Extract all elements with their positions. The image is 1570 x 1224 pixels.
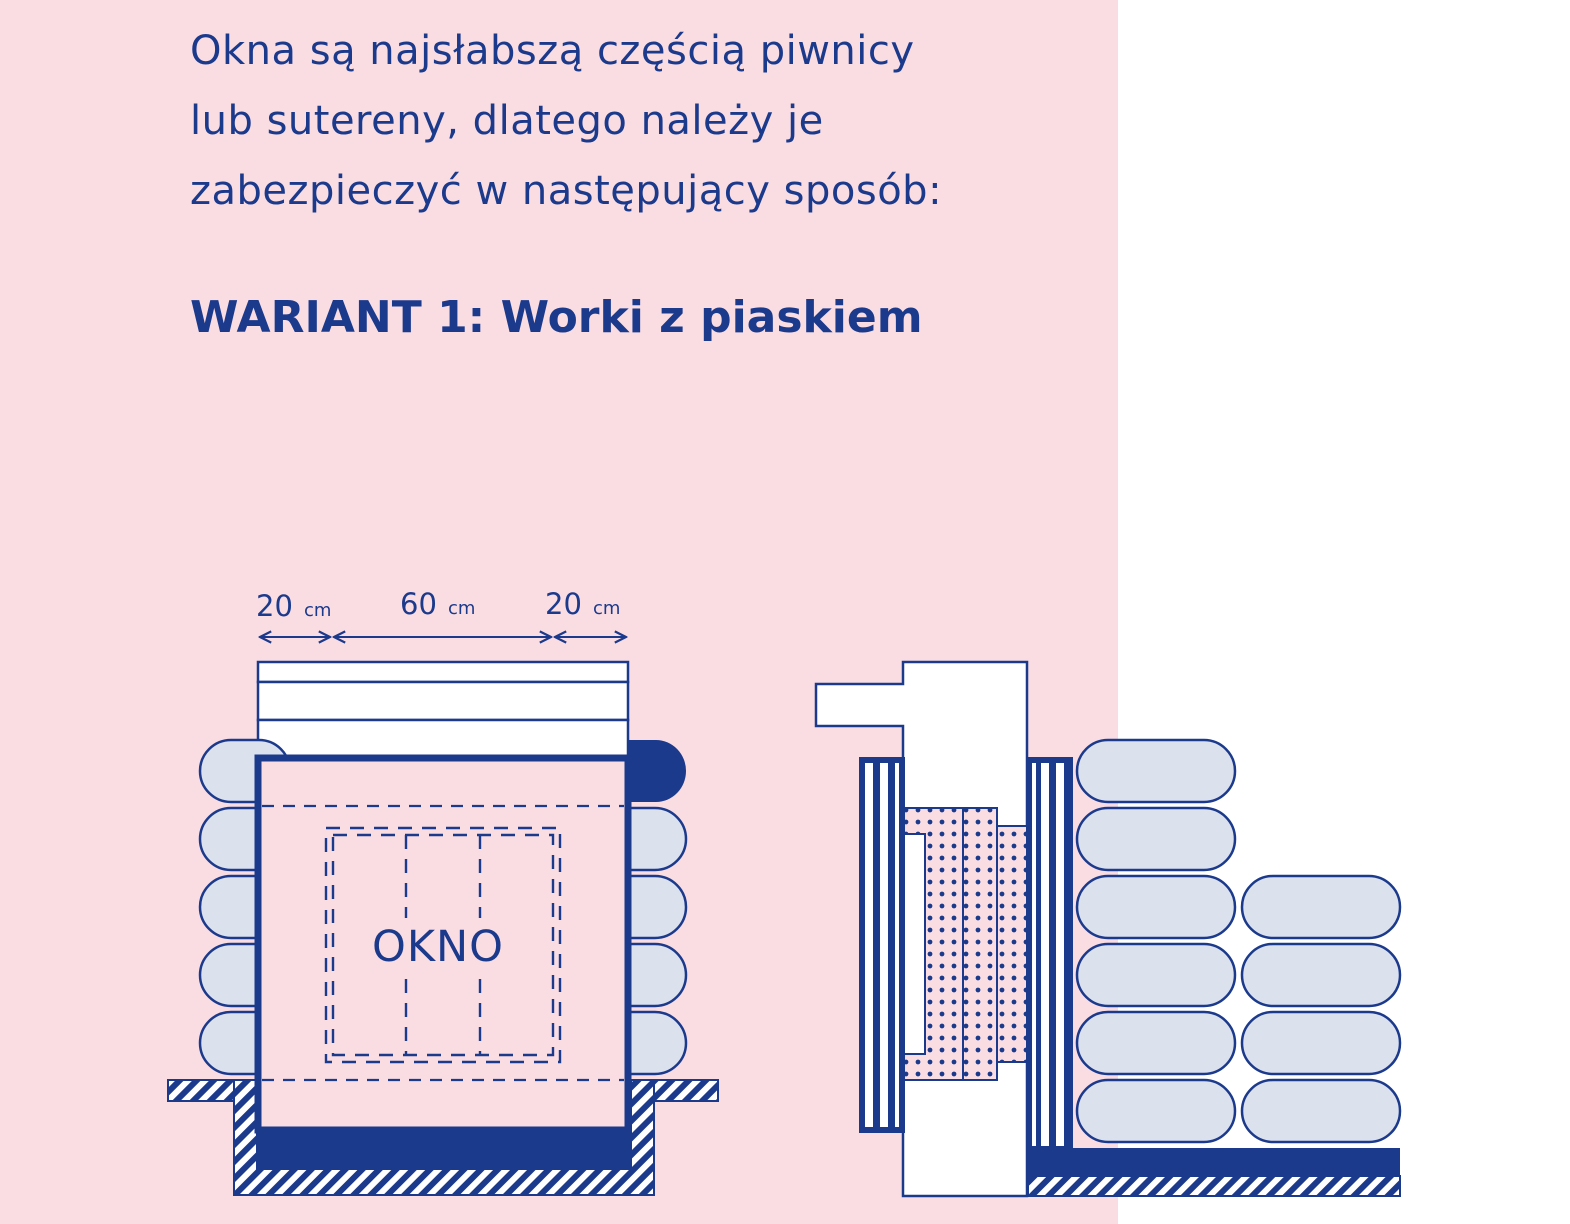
window-glass-layers — [902, 807, 1028, 1081]
wall-dashed-lines — [262, 804, 624, 1082]
side-board-right — [1027, 757, 1073, 1152]
top-right-sandbag — [628, 740, 686, 802]
intro-line-3: zabezpieczyć w następujący sposób: — [190, 168, 943, 214]
top-boards — [256, 660, 630, 760]
dimension-left-unit: cm — [304, 600, 331, 621]
intro-line-1: Okna są najsłabszą częścią piwnicy — [190, 28, 915, 74]
side-ground-hatching — [1027, 1175, 1401, 1197]
dimension-center-unit: cm — [448, 598, 475, 619]
side-ground-slab — [1028, 1148, 1400, 1176]
window-label: OKNO — [372, 922, 504, 972]
window-label-background — [356, 918, 526, 974]
side-sandbags-tall-stack — [1075, 738, 1237, 1144]
intro-text: Okna są najsłabszą częścią piwnicy lub s… — [190, 16, 1090, 226]
dimension-center-value: 60 — [400, 587, 437, 621]
intro-line-2: lub sutereny, dlatego należy je — [190, 98, 824, 144]
front-view: 20 cm 60 cm 20 cm — [167, 587, 719, 1196]
dimension-right-value: 20 — [545, 587, 582, 621]
dimension-left-value: 20 — [256, 589, 293, 623]
dimension-labels: 20 cm 60 cm 20 cm — [256, 587, 620, 623]
side-view — [814, 660, 1402, 1198]
variant-title: WARIANT 1: Worki z piaskiem — [190, 292, 923, 343]
dimension-right-unit: cm — [593, 598, 620, 619]
side-board-left — [859, 757, 905, 1133]
side-sandbags-short-stack — [1240, 874, 1402, 1144]
